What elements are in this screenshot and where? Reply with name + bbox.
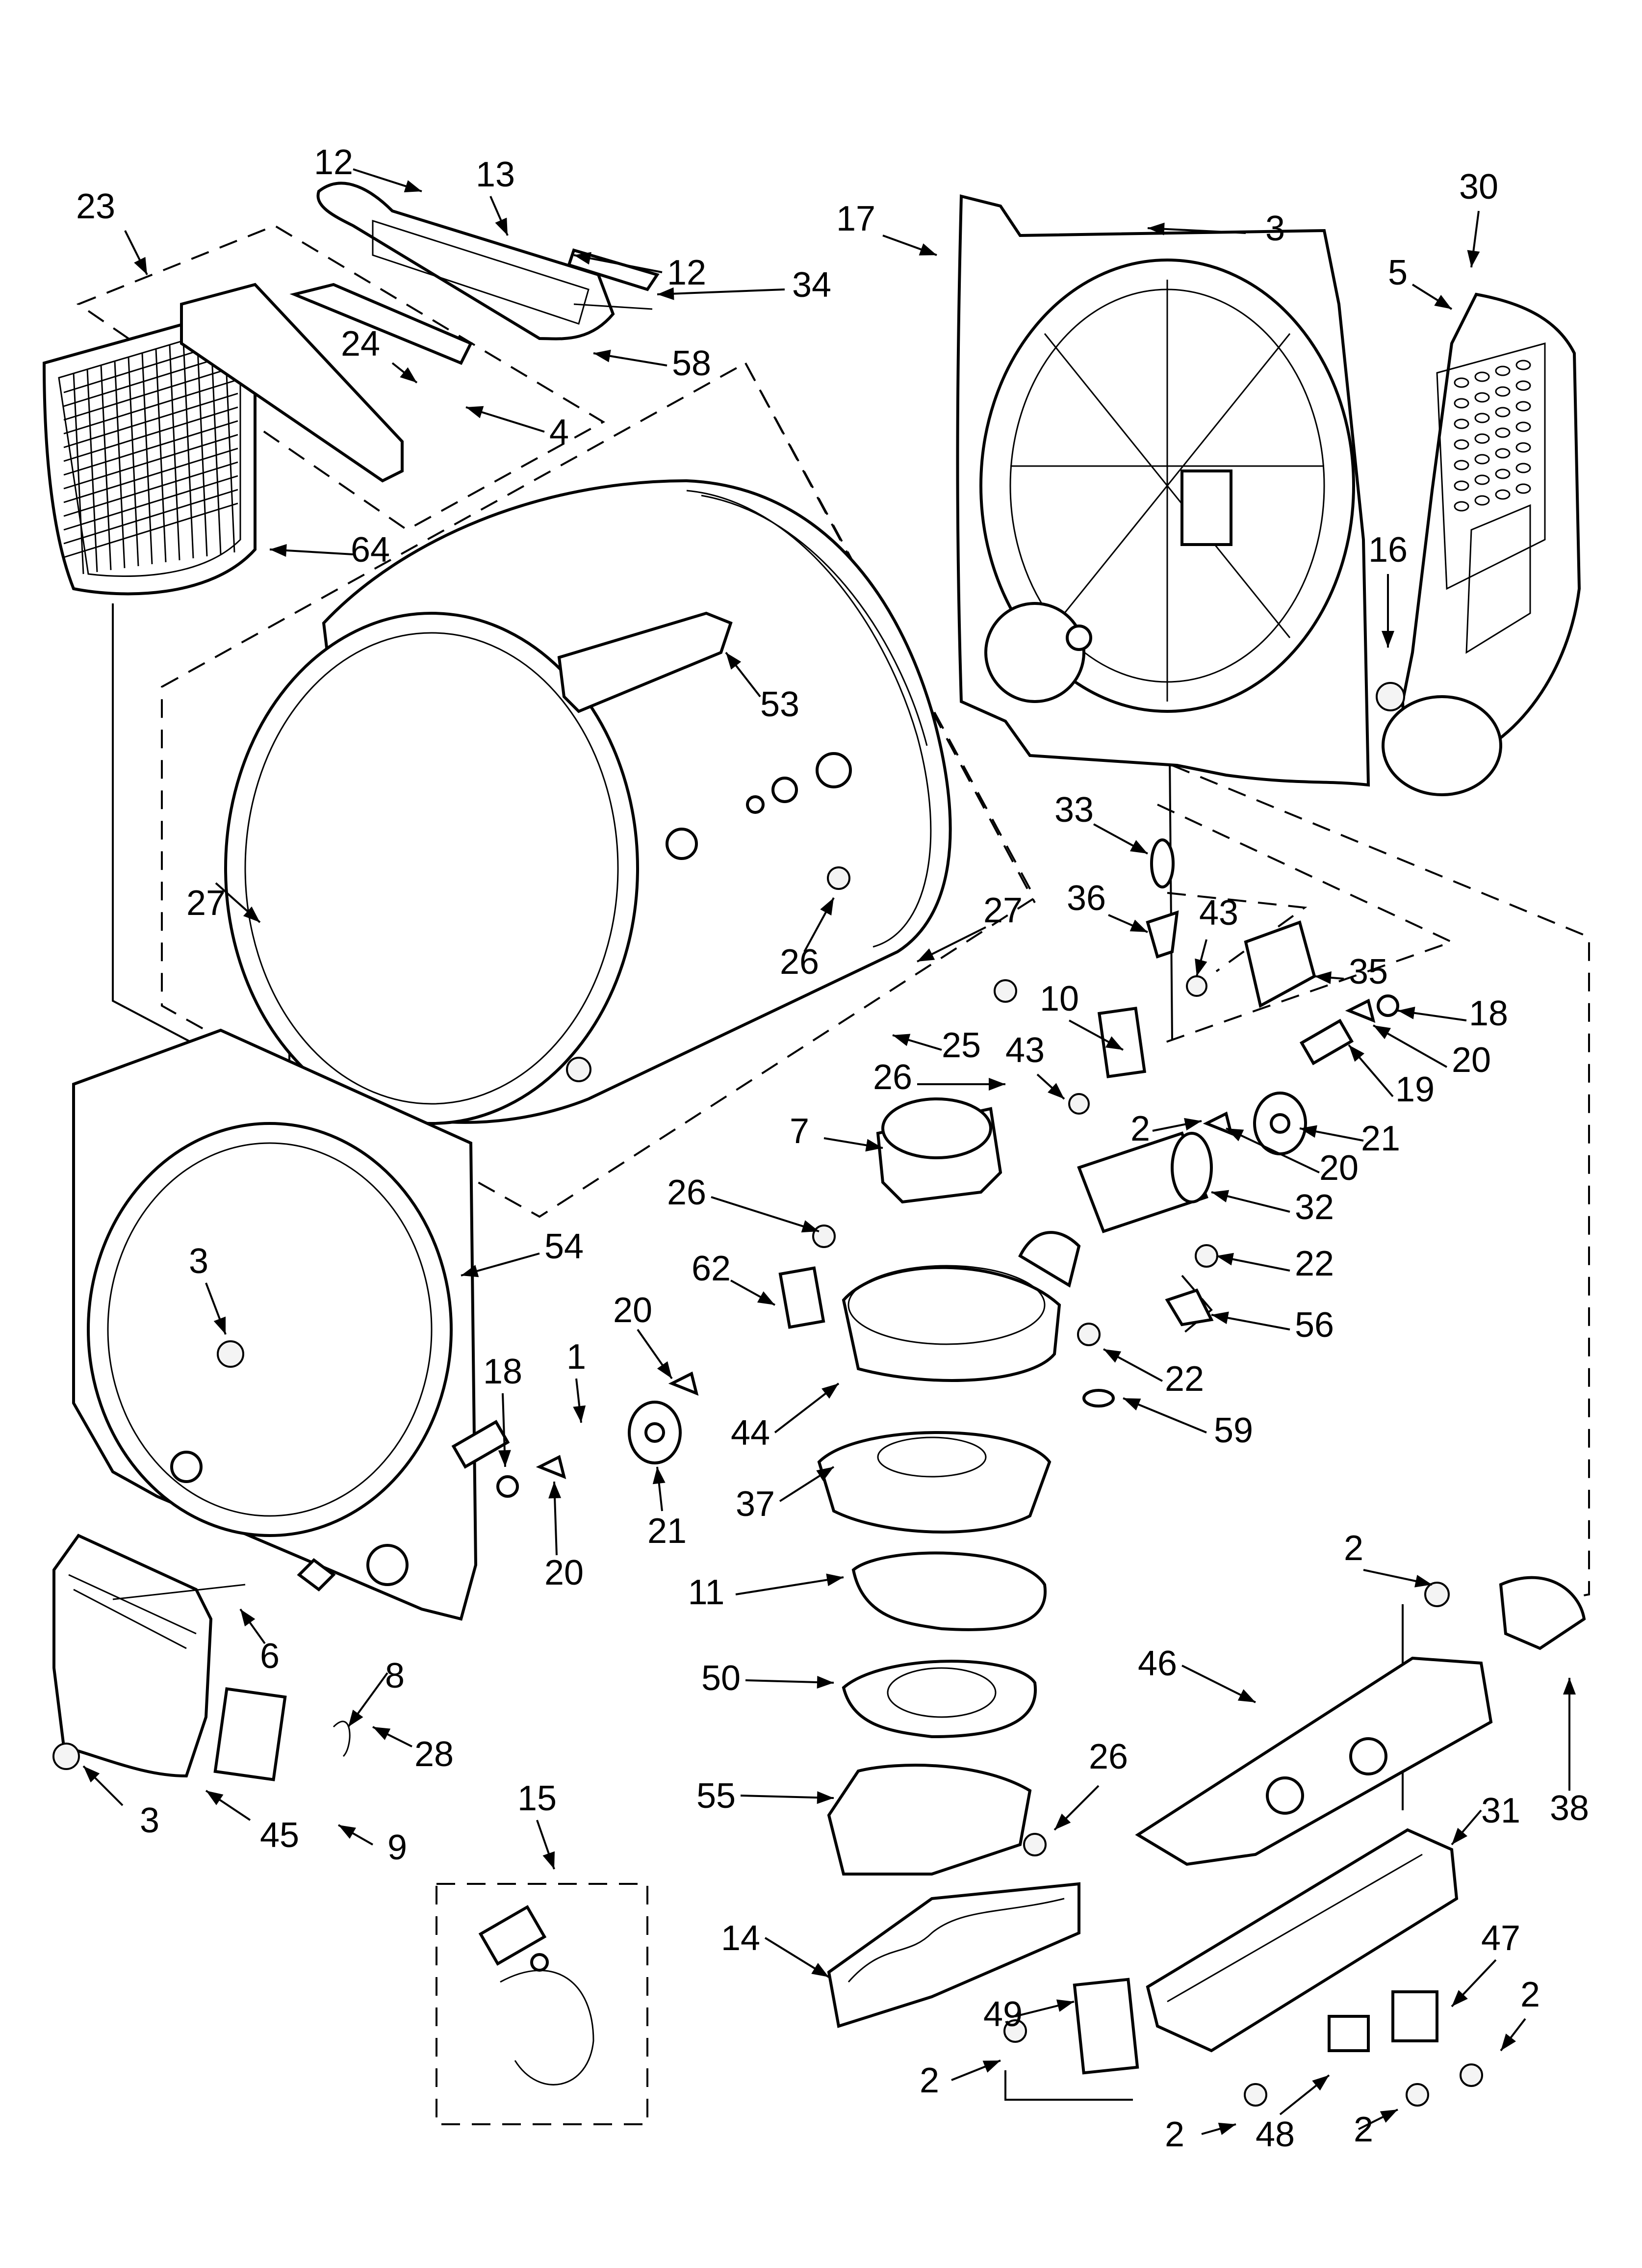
callout-15: 15 bbox=[517, 1779, 557, 1818]
callout-27a: 27 bbox=[186, 884, 226, 923]
callout-38: 38 bbox=[1550, 1789, 1589, 1828]
callout-22b: 22 bbox=[1165, 1359, 1204, 1399]
heater-part bbox=[827, 1882, 1139, 2075]
callout-26d: 26 bbox=[1089, 1737, 1128, 1776]
callout-21a: 21 bbox=[1361, 1119, 1400, 1158]
front-bulkhead-part bbox=[72, 1028, 478, 1621]
callout-56: 56 bbox=[1295, 1305, 1334, 1345]
callout-18b: 18 bbox=[483, 1352, 522, 1391]
exhaust-duct-part bbox=[1376, 292, 1581, 796]
callout-3a: 3 bbox=[1265, 209, 1285, 248]
callout-47: 47 bbox=[1481, 1919, 1520, 1958]
callout-arrows bbox=[82, 168, 1576, 2135]
callout-3c: 3 bbox=[140, 1801, 159, 1840]
callout-6: 6 bbox=[260, 1637, 280, 1676]
lint-screen-part bbox=[42, 302, 257, 596]
callout-46: 46 bbox=[1138, 1644, 1177, 1683]
callout-53: 53 bbox=[760, 685, 799, 724]
callout-8: 8 bbox=[385, 1656, 405, 1695]
callout-14: 14 bbox=[721, 1919, 760, 1958]
callout-37: 37 bbox=[736, 1485, 775, 1524]
callout-55: 55 bbox=[696, 1776, 736, 1816]
callout-4: 4 bbox=[549, 413, 569, 452]
callout-20c: 20 bbox=[613, 1291, 652, 1330]
callout-10: 10 bbox=[1040, 979, 1079, 1018]
callout-16: 16 bbox=[1368, 530, 1408, 570]
callout-12b: 12 bbox=[667, 253, 706, 292]
callout-36: 36 bbox=[1067, 879, 1106, 918]
base-parts bbox=[1003, 1576, 1586, 2107]
callout-28: 28 bbox=[414, 1735, 454, 1774]
drum-part bbox=[224, 479, 952, 1125]
callout-20a: 20 bbox=[1452, 1041, 1491, 1080]
callout-2e: 2 bbox=[1165, 2115, 1184, 2154]
callout-21b: 21 bbox=[647, 1512, 687, 1551]
callout-35: 35 bbox=[1349, 952, 1388, 991]
kit-15-contents bbox=[478, 1905, 594, 2086]
callout-17: 17 bbox=[836, 199, 875, 238]
blower-motor-parts bbox=[778, 979, 1218, 1534]
callout-30: 30 bbox=[1459, 167, 1498, 207]
callout-11: 11 bbox=[688, 1573, 725, 1612]
callout-64: 64 bbox=[351, 530, 390, 570]
callout-62: 62 bbox=[692, 1249, 731, 1288]
small-parts bbox=[1068, 838, 1316, 1233]
belt-seal-parts bbox=[827, 1551, 1047, 1876]
callout-1: 1 bbox=[566, 1337, 586, 1377]
callout-20d: 20 bbox=[544, 1553, 584, 1592]
callout-43b: 43 bbox=[1005, 1031, 1045, 1070]
callout-26a: 26 bbox=[780, 942, 819, 982]
callout-19: 19 bbox=[1395, 1070, 1435, 1109]
callout-59: 59 bbox=[1214, 1411, 1253, 1450]
lint-housing-part bbox=[180, 182, 660, 483]
callout-49: 49 bbox=[983, 1995, 1023, 2034]
callout-13: 13 bbox=[476, 155, 515, 194]
callout-54: 54 bbox=[544, 1227, 584, 1266]
callout-5: 5 bbox=[1388, 253, 1408, 292]
lint-duct-part bbox=[52, 1534, 351, 1781]
callout-12a: 12 bbox=[314, 143, 353, 182]
callout-2b: 2 bbox=[1344, 1529, 1363, 1568]
callout-2d: 2 bbox=[920, 2061, 939, 2100]
callout-50: 50 bbox=[701, 1659, 741, 1698]
callout-24: 24 bbox=[341, 324, 380, 364]
callout-33: 33 bbox=[1054, 790, 1094, 830]
callout-26b: 26 bbox=[873, 1058, 912, 1097]
callout-27b: 27 bbox=[983, 891, 1023, 930]
rear-bulkhead-part bbox=[956, 194, 1370, 787]
callout-31: 31 bbox=[1481, 1791, 1520, 1830]
callout-44: 44 bbox=[731, 1413, 770, 1453]
callout-43a: 43 bbox=[1199, 893, 1238, 933]
callout-20b: 20 bbox=[1319, 1148, 1359, 1188]
callout-25: 25 bbox=[942, 1026, 981, 1065]
roller-parts bbox=[451, 994, 1399, 1498]
callout-2a: 2 bbox=[1130, 1109, 1150, 1148]
callout-labels: 12 13 23 12 34 58 24 4 64 17 3 30 5 16 5… bbox=[76, 143, 1589, 2154]
callout-2f: 2 bbox=[1354, 2110, 1373, 2149]
callout-3b: 3 bbox=[189, 1242, 208, 1281]
callout-32: 32 bbox=[1295, 1188, 1334, 1227]
callout-34: 34 bbox=[792, 265, 831, 305]
callout-48: 48 bbox=[1256, 2115, 1295, 2154]
callout-23: 23 bbox=[76, 187, 115, 226]
callout-7: 7 bbox=[790, 1112, 809, 1151]
callout-22a: 22 bbox=[1295, 1244, 1334, 1283]
callout-45: 45 bbox=[260, 1816, 299, 1855]
callout-26c: 26 bbox=[667, 1173, 706, 1212]
callout-58: 58 bbox=[672, 344, 711, 383]
callout-18a: 18 bbox=[1469, 994, 1508, 1033]
callout-2c: 2 bbox=[1520, 1975, 1540, 2014]
callout-9: 9 bbox=[387, 1828, 407, 1867]
